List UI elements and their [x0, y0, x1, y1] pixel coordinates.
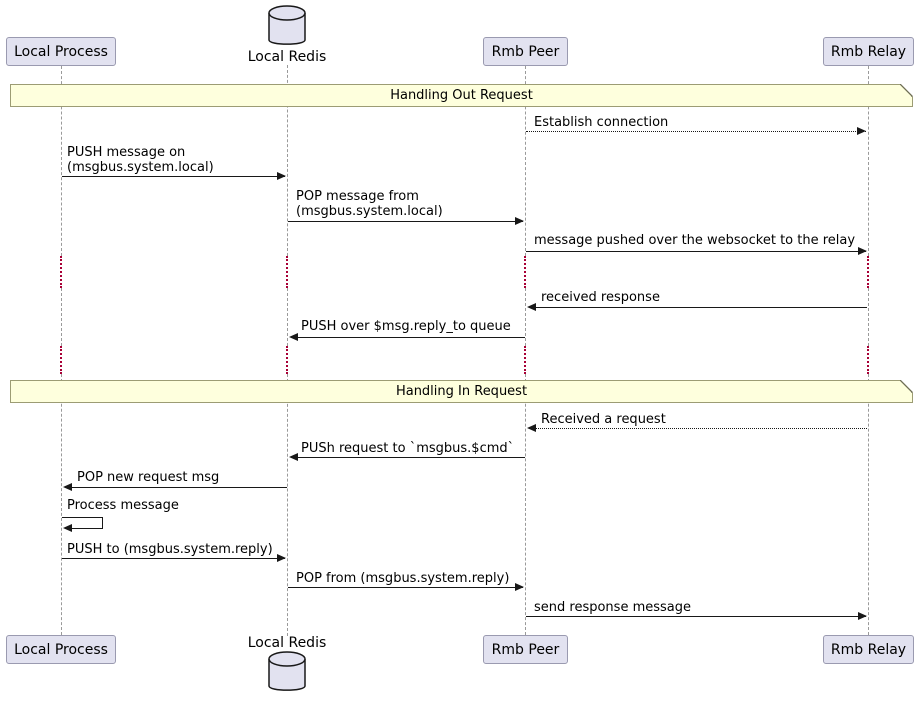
lifeline-local-redis	[287, 374, 288, 636]
arrowhead-right	[515, 583, 524, 591]
lifeline-local-process	[61, 288, 62, 346]
message-line	[65, 487, 287, 488]
lifeline-local-redis	[287, 288, 288, 346]
self-message-line	[62, 517, 103, 518]
message-line	[526, 251, 866, 252]
participant-label: Local Process	[14, 43, 108, 60]
divider-label: Handling Out Request	[390, 88, 533, 103]
message-line	[62, 558, 285, 559]
arrowhead-right	[277, 172, 286, 180]
participant-label-local-redis-bottom: Local Redis	[247, 635, 327, 651]
arrowhead-right	[858, 612, 867, 620]
note-fold-icon	[900, 380, 913, 393]
delay-segment	[60, 346, 62, 374]
self-message-line	[102, 517, 103, 528]
arrowhead-right	[857, 127, 866, 135]
message-label-push-message-on: PUSH message on (msgbus.system.local)	[67, 145, 214, 175]
participant-box-rmb-peer-bottom: Rmb Peer	[483, 635, 568, 664]
arrowhead-right	[277, 554, 286, 562]
message-label-websocket-push: message pushed over the websocket to the…	[534, 233, 856, 248]
lifeline-local-process	[61, 66, 62, 256]
delay-segment	[524, 346, 526, 374]
participant-box-local-process-bottom: Local Process	[6, 635, 116, 664]
delay-segment	[286, 256, 288, 288]
participant-label: Rmb Relay	[830, 641, 907, 658]
message-line	[291, 457, 525, 458]
message-label-send-response: send response message	[534, 600, 691, 615]
message-label-process-message: Process message	[67, 498, 179, 513]
message-label-push-to-reply: PUSH to (msgbus.system.reply)	[67, 542, 273, 557]
message-label-received-a-request: Received a request	[541, 412, 666, 427]
database-icon-top	[268, 5, 306, 45]
message-line	[529, 428, 867, 429]
database-icon-bottom	[268, 651, 306, 691]
lifeline-rmb-peer	[525, 66, 526, 256]
participant-box-rmb-relay-bottom: Rmb Relay	[823, 635, 914, 664]
divider-label: Handling In Request	[395, 384, 528, 399]
participant-label: Rmb Relay	[830, 43, 907, 60]
arrowhead-left	[527, 303, 536, 311]
message-label-push-reply-queue: PUSH over $msg.reply_to queue	[301, 319, 511, 334]
arrowhead-left	[289, 333, 298, 341]
message-line	[529, 307, 867, 308]
participant-label: Local Process	[14, 641, 108, 658]
arrowhead-left	[289, 453, 298, 461]
delay-segment	[286, 346, 288, 374]
arrowhead-left	[527, 424, 536, 432]
lifeline-rmb-relay	[868, 374, 869, 635]
message-line	[62, 176, 285, 177]
arrowhead-right	[515, 217, 524, 225]
lifeline-rmb-relay	[868, 66, 869, 256]
lifeline-local-redis	[287, 65, 288, 256]
message-line	[526, 616, 866, 617]
participant-label-local-redis-top: Local Redis	[247, 49, 327, 65]
delay-segment	[524, 256, 526, 288]
arrowhead-left	[63, 524, 72, 532]
message-label-push-request-cmd: PUSh request to `msgbus.$cmd`	[301, 441, 515, 456]
message-line	[288, 587, 523, 588]
participant-label: Rmb Peer	[491, 641, 560, 658]
message-label-establish-connection: Establish connection	[534, 115, 669, 130]
delay-segment	[867, 256, 869, 288]
message-label-received-response: received response	[541, 290, 660, 305]
message-label-pop-new-request: POP new request msg	[77, 470, 220, 485]
note-fold-icon	[900, 84, 913, 97]
lifeline-local-process	[61, 374, 62, 635]
participant-label: Rmb Peer	[491, 43, 560, 60]
message-label-pop-from-reply: POP from (msgbus.system.reply)	[296, 571, 510, 586]
participant-box-rmb-peer-top: Rmb Peer	[483, 37, 568, 66]
delay-segment	[60, 256, 62, 288]
lifeline-rmb-relay	[868, 288, 869, 346]
message-label-pop-message-from: POP message from (msgbus.system.local)	[296, 189, 443, 219]
arrowhead-left	[63, 483, 72, 491]
divider-note-handling-in-request: Handling In Request	[10, 380, 913, 403]
message-line	[291, 337, 525, 338]
divider-note-handling-out-request: Handling Out Request	[10, 84, 913, 107]
message-line	[288, 221, 523, 222]
participant-box-rmb-relay-top: Rmb Relay	[823, 37, 914, 66]
self-message-line	[65, 528, 103, 529]
lifeline-rmb-peer	[525, 374, 526, 635]
lifeline-rmb-peer	[525, 288, 526, 346]
delay-segment	[867, 346, 869, 374]
message-line	[526, 131, 866, 132]
participant-box-local-process-top: Local Process	[6, 37, 116, 66]
arrowhead-right	[858, 247, 867, 255]
